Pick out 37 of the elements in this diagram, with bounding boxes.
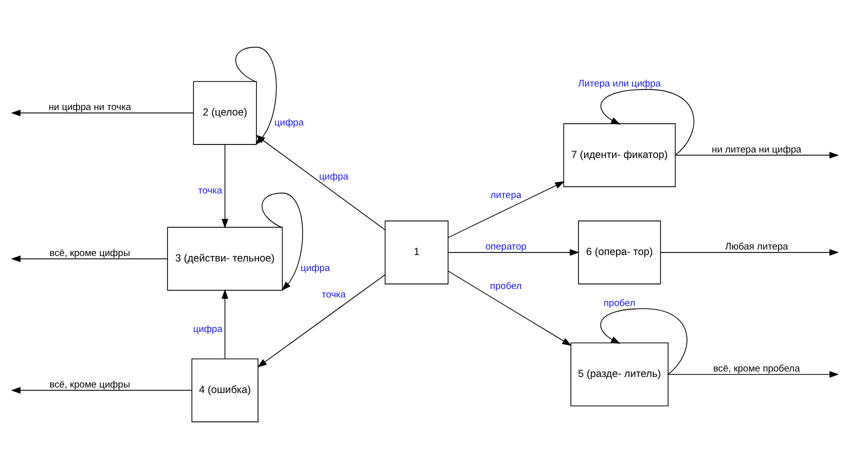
node-box: 1 xyxy=(384,220,449,284)
arrow xyxy=(257,274,386,367)
arrow xyxy=(262,192,303,290)
edge-label: Любая литера xyxy=(725,241,788,252)
node-box: 6 (опера- тор) xyxy=(578,220,661,284)
arrow xyxy=(668,370,839,378)
arrow xyxy=(448,180,565,238)
arrow xyxy=(448,248,580,256)
edge-label: литера xyxy=(490,189,522,200)
node-box: 3 (действи- тельное) xyxy=(167,226,283,290)
node-box: 2 (целое) xyxy=(193,80,257,144)
edge-label: всё, кроме цифры xyxy=(50,248,130,259)
arrow xyxy=(675,151,840,158)
arrow xyxy=(660,248,839,256)
edge-label: оператор xyxy=(485,241,526,252)
edge-label: Литера или цифра xyxy=(578,78,661,90)
edge-label: всё, кроме пробела xyxy=(713,363,800,374)
edge-label: пробел xyxy=(604,297,636,308)
edge-label: всё, кроме цифры xyxy=(50,379,130,390)
edge-label: цифра xyxy=(193,324,222,334)
edge-label: цифра xyxy=(300,262,330,274)
edge-label: цифра xyxy=(319,171,348,182)
node-box: 5 (разде- литель) xyxy=(570,342,668,406)
arrow xyxy=(448,270,572,346)
node-box: 7 (иденти- фикатор) xyxy=(563,122,676,187)
edge-label: пробел xyxy=(490,280,522,292)
arrow xyxy=(10,254,168,262)
edge-label: точка xyxy=(322,289,346,300)
edge-label: точка xyxy=(198,185,222,196)
node-box: 4 (ошибка) xyxy=(191,358,258,422)
arrow xyxy=(222,144,228,228)
arrow xyxy=(222,288,228,359)
arrow xyxy=(10,386,192,394)
edge-label: ни цифра ни точка xyxy=(48,102,132,113)
edge-label: цифра xyxy=(274,116,304,128)
edge-label: ни литера ни цифра xyxy=(712,144,802,155)
arrow xyxy=(10,109,194,116)
